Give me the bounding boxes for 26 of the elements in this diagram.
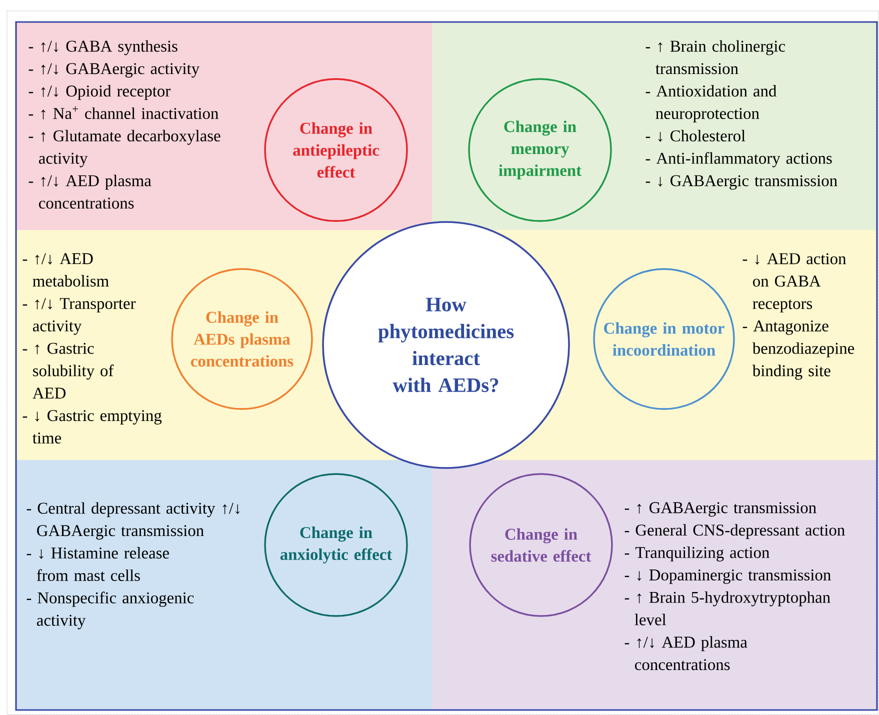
list-item: - Antagonize benzodiazepine binding site xyxy=(742,320,854,380)
list-item: - ↑/↓ AED plasma concentrations xyxy=(624,636,748,670)
list-item: - ↑/↓ GABA synthesis xyxy=(28,40,178,56)
list-item: - Central depressant activity ↑/↓ GABAergic transmission xyxy=(26,502,240,540)
list-item: - ↑/↓ AED plasma concentrations xyxy=(28,174,152,209)
list-item: - ↑ Na$^{+}$ channel inactivation xyxy=(28,106,218,120)
list-item: - ↓ Dopaminergic transmission xyxy=(624,569,831,584)
list-item: - ↓ Cholesterol xyxy=(646,130,746,142)
list-item: - ↓ AED action on GABA receptors xyxy=(742,253,846,312)
list-item: - General CNS-depressant action xyxy=(624,524,845,539)
list-item: - Tranquilizing action xyxy=(624,546,770,562)
list-item: - ↑ Brain cholinergic transmission xyxy=(646,40,786,74)
list-item: - Anti-inflammatory actions xyxy=(646,152,832,168)
list-item: - ↓ GABAergic transmission xyxy=(646,175,838,190)
list-item: - ↑/↓ AED metabolism xyxy=(22,253,109,287)
list-item: - Antioxidation and neuroprotection xyxy=(646,85,776,122)
list-item: - ↑ Glutamate decarboxylase activity xyxy=(28,130,220,168)
list-item: - ↓ Gastric emptying time xyxy=(22,410,162,444)
list-item: - ↓ Histamine release from mast cells xyxy=(26,547,169,581)
list-item: - ↑/↓ Transporter activity xyxy=(22,298,136,335)
list-item: - ↑ GABAergic transmission xyxy=(624,502,816,517)
list-item: - ↑ Brain 5-hydroxytryptophan level xyxy=(624,591,830,626)
list-item: - ↑/↓ Opioid receptor xyxy=(28,85,170,100)
list-item: - ↑ Gastric solubility of AED xyxy=(22,342,114,399)
list-item: - Nonspecific anxiogenic activity xyxy=(26,592,194,630)
list-item: - ↑/↓ GABAergic activity xyxy=(28,63,200,78)
